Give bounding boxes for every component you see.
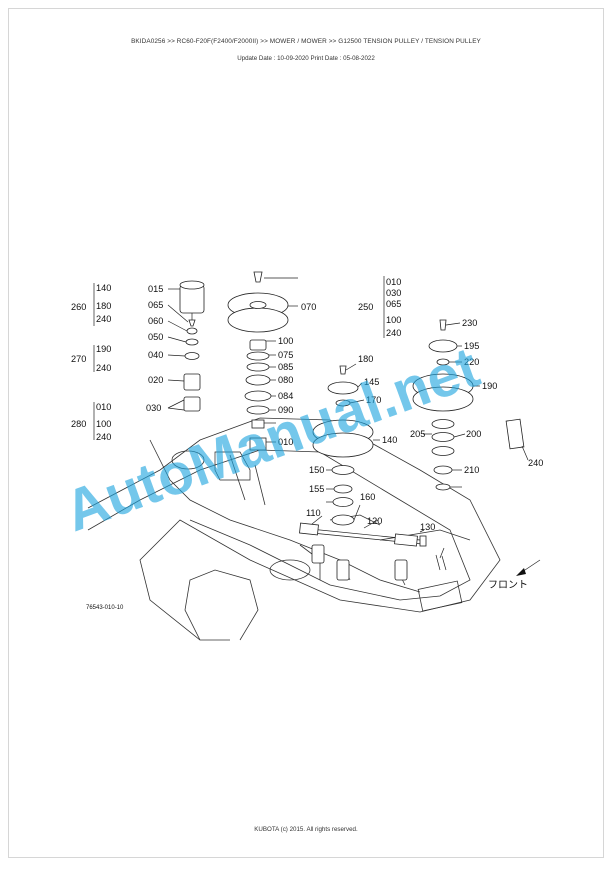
group-260-main: 260 [71,302,86,312]
part-label: 210 [464,465,479,475]
part-label: 015 [148,284,163,294]
group-270-item-2: 240 [96,363,111,373]
pulley-190-stack [394,319,474,581]
group-brackets [93,276,385,440]
part-labels: 015 065 060 050 040 020 030 070 100 075 … [146,284,543,532]
part-label: 170 [366,395,381,405]
part-label: 230 [462,318,477,328]
leader-lines [167,277,541,576]
part-label: 155 [309,484,324,494]
group-250-item-2: 030 [386,288,401,298]
tension-rod [299,522,447,571]
front-label: フロント [488,580,528,591]
breadcrumb: BKIDA0256 >> RC60-F20F(F2400/F2000II) >>… [131,38,481,45]
part-label: 150 [309,465,324,475]
mower-deck-frame [87,417,501,641]
update-print-dates: Update Date : 10-09-2020 Print Date : 05… [237,55,375,62]
part-label: 200 [466,429,481,439]
part-label: 010 [278,437,293,447]
part-label: 084 [278,391,293,401]
group-280-item-1: 010 [96,402,111,412]
part-label: 080 [278,375,293,385]
drawing-number: 76543-010-10 [86,605,124,611]
group-270-item-1: 190 [96,344,111,354]
group-280-item-3: 240 [96,432,111,442]
group-250-item-1: 010 [386,277,401,287]
part-label: 110 [306,508,321,518]
group-260-item-3: 240 [96,314,111,324]
part-label: 075 [278,350,293,360]
part-label: 195 [464,341,479,351]
group-250-item-5: 240 [386,328,401,338]
part-label: 100 [278,336,293,346]
part-label: 180 [358,354,373,364]
part-label: 240 [528,458,543,468]
pulley-070-stack [214,271,289,481]
part-label: 085 [278,362,293,372]
label-card-240 [505,418,525,450]
page-frame [8,8,604,858]
spindle-column-left [179,280,205,412]
group-260-item-2: 180 [96,301,111,311]
part-label: 040 [148,350,163,360]
part-label: 030 [146,403,161,413]
part-label: 090 [278,405,293,415]
watermark: AutoManual.net [56,334,487,544]
part-label: 050 [148,332,163,342]
part-label: 145 [364,377,379,387]
group-250-item-4: 100 [386,315,401,325]
pulley-140-stack [311,365,374,581]
part-label: 220 [464,357,479,367]
part-label: 190 [482,381,497,391]
group-270-main: 270 [71,354,86,364]
assembly-groups: 260 140 180 240 270 190 240 280 010 100 … [71,277,401,442]
group-260-item-1: 140 [96,283,111,293]
part-label: 205 [410,429,425,439]
footer-copyright: KUBOTA (c) 2015. All rights reserved. [254,826,358,833]
part-label: 160 [360,492,375,502]
part-label: 140 [382,435,397,445]
part-label: 020 [148,375,163,385]
group-280-main: 280 [71,419,86,429]
part-label: 120 [367,516,382,526]
group-250-main: 250 [358,302,373,312]
part-label: 130 [420,522,435,532]
group-280-item-2: 100 [96,419,111,429]
group-250-item-3: 065 [386,299,401,309]
part-label: 065 [148,300,163,310]
part-label: 070 [301,302,316,312]
part-label: 060 [148,316,163,326]
